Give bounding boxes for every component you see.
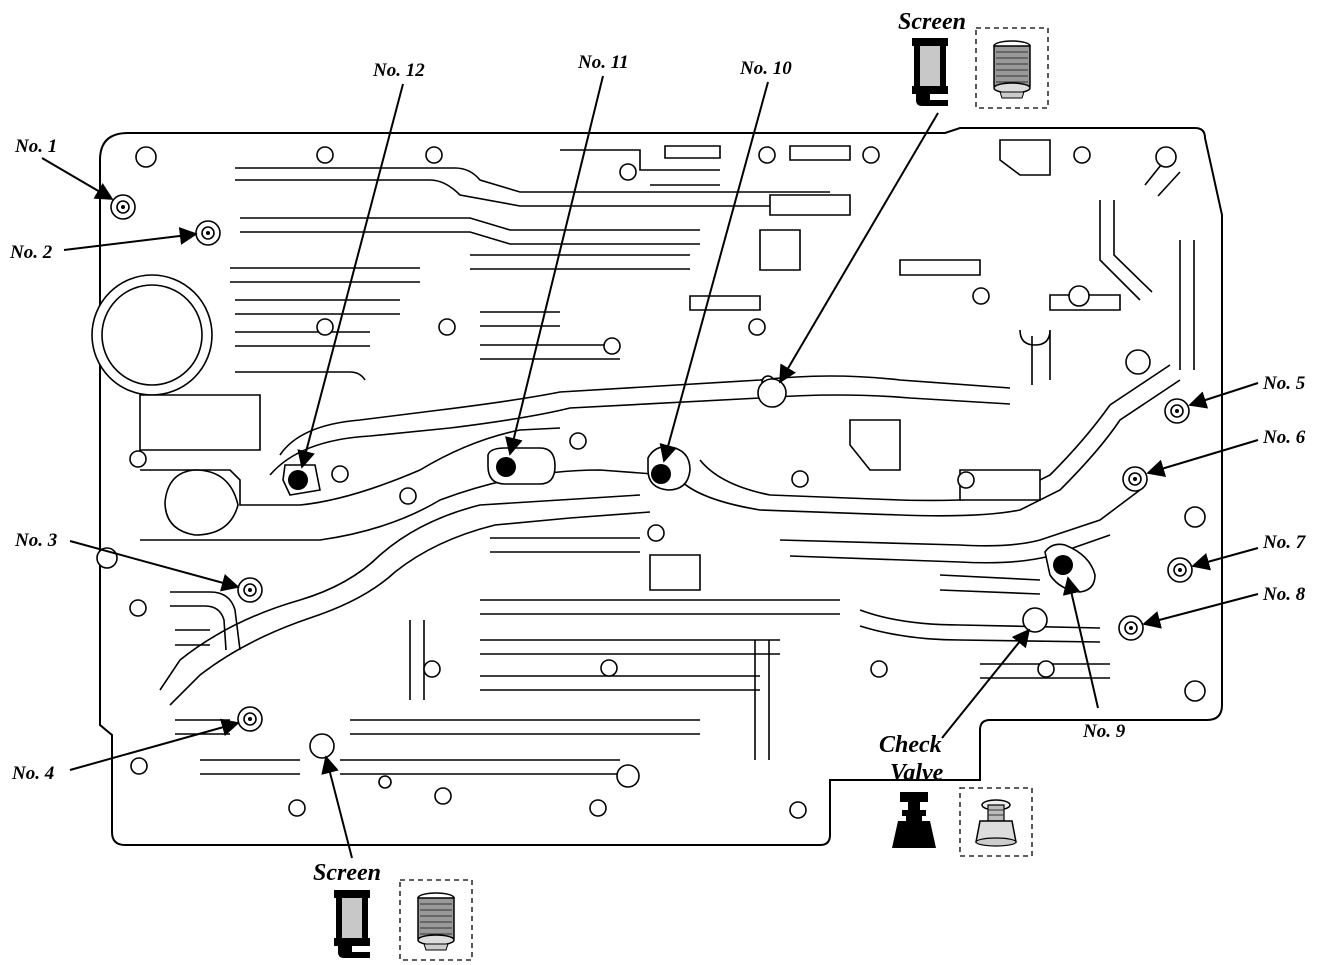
check-valve-pocket [1022,607,1048,633]
label-screen-top: Screen [898,9,966,35]
screen-pocket-top [757,378,787,408]
label-no4: No. 4 [11,763,54,784]
label-no10: No. 10 [739,58,792,79]
label-no12: No. 12 [372,60,425,81]
labels: No. 1 No. 2 No. 3 No. 4 No. 5 No. 6 No. … [9,9,1307,886]
screen-photo-top [993,40,1031,99]
ball-no10 [651,464,671,484]
seat-no6 [1122,466,1148,492]
ball-no11 [496,457,516,477]
label-no2: No. 2 [9,242,53,263]
check-ball-seats [110,194,1193,732]
screen-illustration-top [912,27,1049,109]
label-no5: No. 5 [1262,373,1306,394]
seat-no5 [1164,398,1190,424]
label-no1: No. 1 [14,136,57,157]
bolt-holes [96,146,1206,819]
screen-photo-bottom [417,892,455,951]
ball-no9 [1053,555,1073,575]
label-no7: No. 7 [1262,532,1307,553]
seat-no7 [1167,557,1193,583]
solid-check-balls [288,457,1073,575]
screen-illustration-bottom [334,879,473,961]
label-check-valve-line2: Valve [890,760,944,786]
label-screen-bottom: Screen [313,860,381,886]
label-check-valve-line1: Check [879,732,942,758]
label-no8: No. 8 [1262,584,1306,605]
passages [139,139,1195,775]
label-no9: No. 9 [1082,721,1126,742]
large-bore-ring [101,284,203,386]
leader-arrows [41,75,1259,859]
large-bore [91,274,213,396]
seat-no2 [195,220,221,246]
seat-no8 [1118,615,1144,641]
seat-no1 [110,194,136,220]
label-no3: No. 3 [14,530,57,551]
screen-pocket-bottom [309,733,335,759]
seat-no4 [237,706,263,732]
label-no11: No. 11 [577,52,629,73]
seat-no3 [237,577,263,603]
check-valve-illustration [892,787,1033,857]
ball-no12 [288,470,308,490]
label-no6: No. 6 [1262,427,1306,448]
check-valve-photo [975,799,1017,847]
